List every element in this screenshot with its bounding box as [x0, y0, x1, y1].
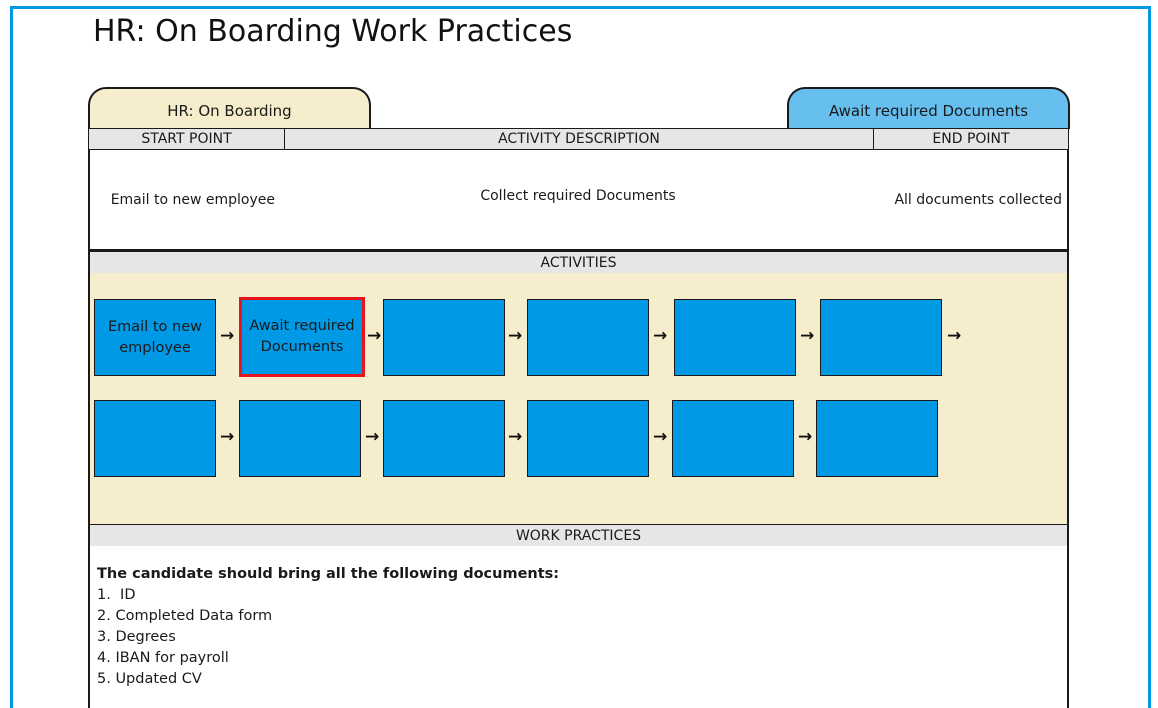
arrow-right-icon: →: [365, 427, 380, 447]
end-point-header: END POINT: [873, 128, 1069, 150]
work-practices-header: WORK PRACTICES: [88, 524, 1069, 547]
page-frame: [10, 6, 1151, 708]
activity-box-await-required-documents[interactable]: Await required Documents: [239, 297, 365, 377]
document-item: 3. Degrees: [97, 629, 176, 645]
arrow-right-icon: →: [508, 326, 523, 346]
activity-description-value: Collect required Documents: [283, 149, 875, 252]
arrow-right-icon: →: [220, 427, 235, 447]
activity-box[interactable]: [383, 400, 505, 477]
activity-box[interactable]: [672, 400, 794, 477]
document-item: 5. Updated CV: [97, 671, 202, 687]
arrow-right-icon: →: [800, 326, 815, 346]
activity-box-email-to-new-employee[interactable]: Email to new employee: [94, 299, 216, 376]
activity-label: Await required Documents: [249, 318, 355, 355]
arrow-right-icon: →: [947, 326, 962, 346]
activity-box[interactable]: [94, 400, 216, 477]
tab-label: HR: On Boarding: [167, 101, 292, 120]
activity-label: Email to new employee: [108, 318, 202, 356]
activity-box[interactable]: [816, 400, 938, 477]
activity-box[interactable]: [383, 299, 505, 376]
activity-box[interactable]: [527, 299, 649, 376]
document-item: 4. IBAN for payroll: [97, 650, 229, 666]
work-practices-heading: The candidate should bring all the follo…: [97, 566, 560, 582]
activity-description-header: ACTIVITY DESCRIPTION: [284, 128, 874, 150]
arrow-right-icon: →: [653, 326, 668, 346]
tab-label: Await required Documents: [828, 101, 1029, 120]
document-item: 2. Completed Data form: [97, 608, 273, 624]
document-item: 1. ID: [97, 587, 136, 603]
start-point-header: START POINT: [88, 128, 285, 150]
arrow-right-icon: →: [367, 326, 382, 346]
end-point-value: All documents collected: [873, 149, 1069, 252]
activity-box[interactable]: [674, 299, 796, 376]
arrow-right-icon: →: [653, 427, 668, 447]
activity-box[interactable]: [820, 299, 942, 376]
activities-area: Email to new employee → Await required D…: [88, 273, 1069, 525]
arrow-right-icon: →: [798, 427, 813, 447]
activities-header: ACTIVITIES: [88, 251, 1069, 274]
work-practices-body: The candidate should bring all the follo…: [88, 546, 1069, 708]
arrow-right-icon: →: [508, 427, 523, 447]
tab-await-required-documents[interactable]: Await required Documents: [787, 87, 1070, 129]
arrow-right-icon: →: [220, 326, 235, 346]
start-point-value: Email to new employee: [88, 149, 285, 252]
activity-box[interactable]: [239, 400, 361, 477]
page-title: HR: On Boarding Work Practices: [93, 14, 573, 49]
tab-hr-on-boarding[interactable]: HR: On Boarding: [88, 87, 371, 129]
activity-box[interactable]: [527, 400, 649, 477]
